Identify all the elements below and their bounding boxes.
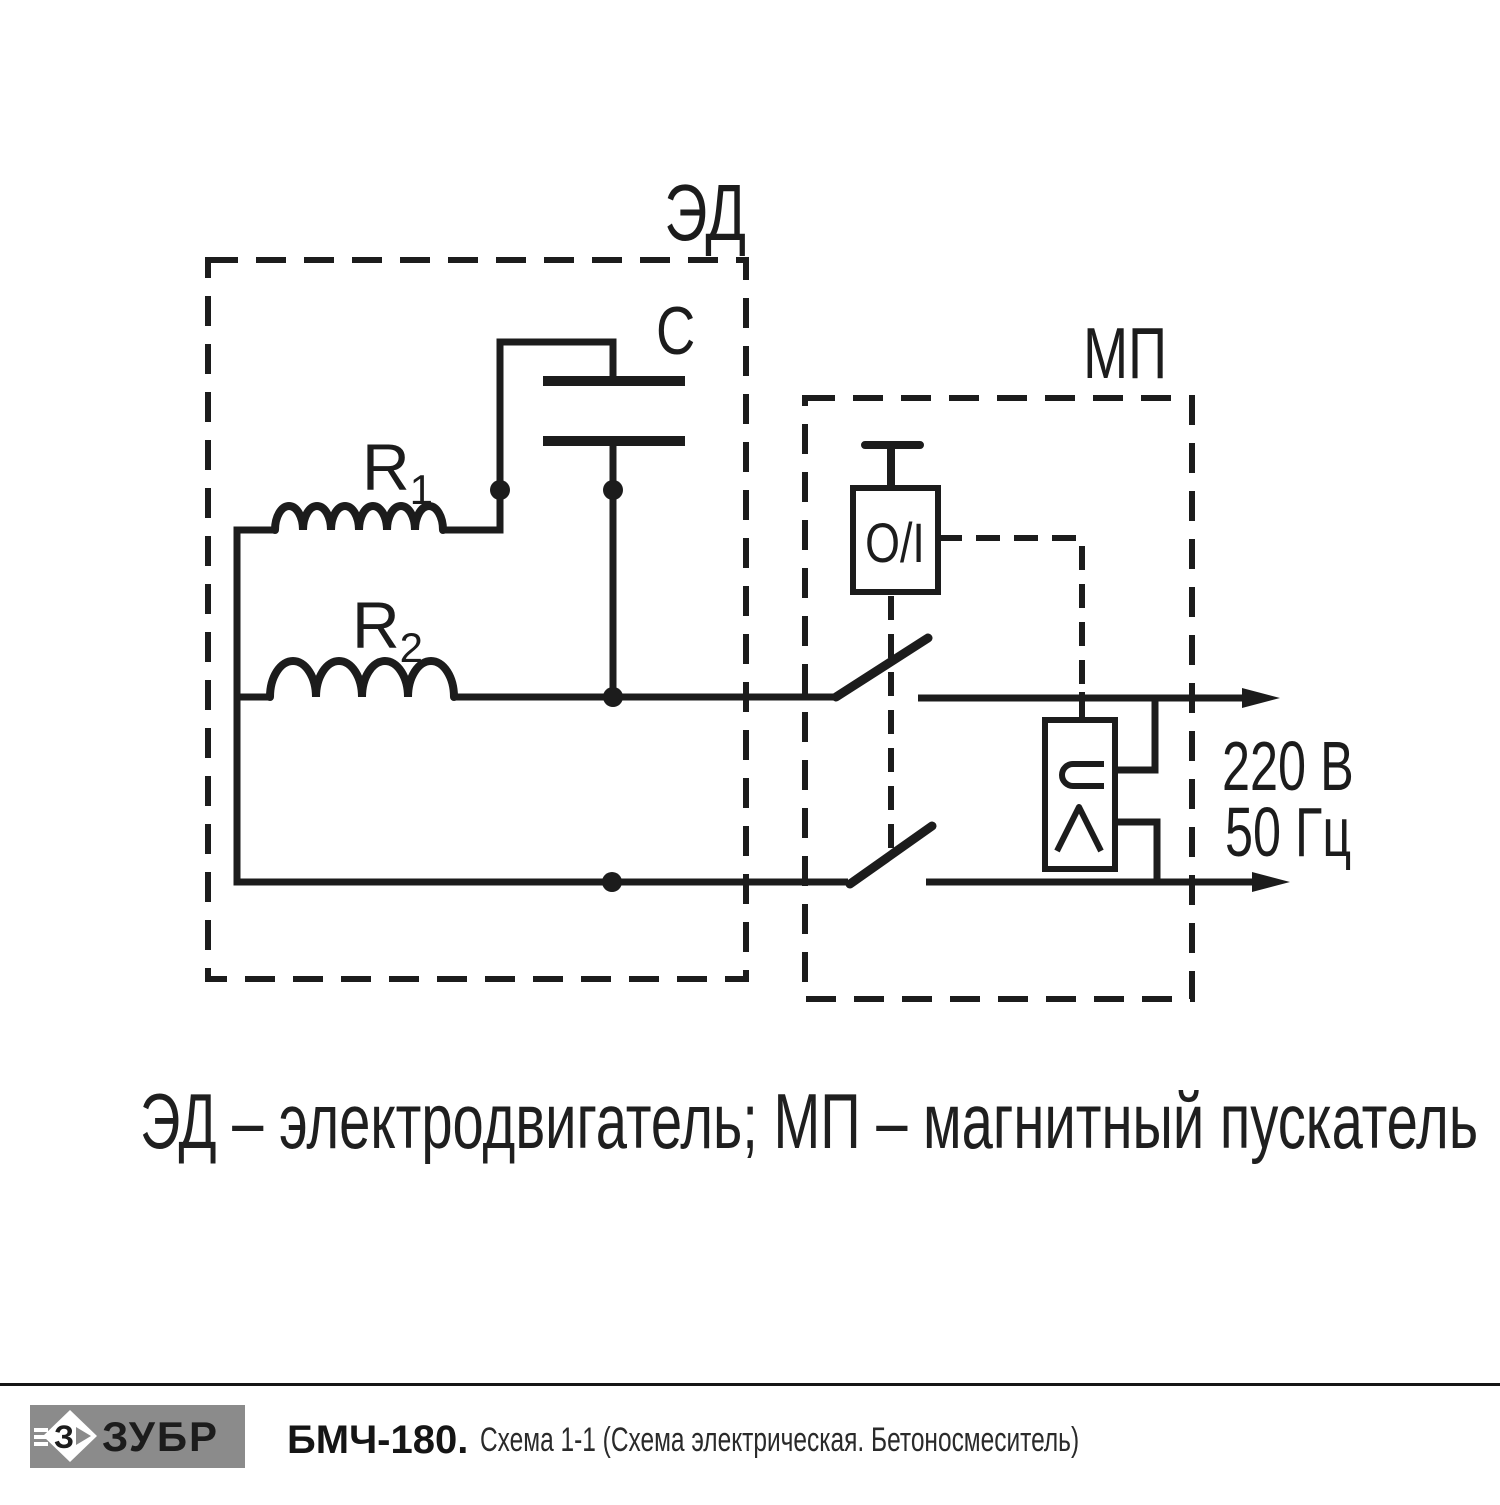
junction-dot (602, 872, 622, 892)
brand-emblem-bar (34, 1435, 50, 1439)
contact-top-blade (831, 633, 933, 702)
brand-emblem: З (34, 1410, 97, 1462)
winding2-base: R (352, 588, 400, 662)
thermal-symbol (1054, 804, 1104, 853)
winding-r1 (271, 502, 447, 534)
winding-r2 (266, 657, 458, 701)
brand-emblem-bar (34, 1442, 48, 1446)
winding1-base: R (362, 430, 410, 504)
starter-block-label: МП (1083, 314, 1167, 394)
voltage-label: 220 В (1222, 727, 1354, 805)
coil-tap-top (1112, 700, 1159, 774)
junction-dot (603, 480, 623, 500)
brand-emblem-bar (34, 1428, 48, 1432)
brand-emblem-letter: З (54, 1419, 74, 1455)
footer-model: БМЧ-180. (287, 1417, 469, 1462)
junction-dot (603, 687, 623, 707)
footer-divider (0, 1383, 1500, 1386)
diagram-caption: ЭД – электродвигатель; МП – магнитный пу… (140, 1077, 1479, 1165)
footer-description: Схема 1-1 (Схема электрическая. Бетоносм… (480, 1420, 1080, 1459)
capacitor-label: C (656, 293, 695, 369)
control-link-wire (938, 535, 1085, 692)
frequency-label: 50 Гц (1225, 793, 1351, 871)
start-stop-button: O/I (850, 441, 941, 595)
footer-caption: БМЧ-180. Схема 1-1 (Схема электрическая.… (287, 1412, 1312, 1468)
brand-logo-art: З ЗУБР (30, 1405, 245, 1468)
brand-logo: З ЗУБР (30, 1405, 245, 1468)
coil-tap-bottom (1112, 818, 1161, 880)
brand-emblem-diamond (43, 1410, 97, 1462)
junction-dot (490, 480, 510, 500)
motor-block-outline (205, 257, 749, 982)
coil-symbol (1059, 761, 1104, 789)
winding1-label: R1 (362, 430, 433, 513)
contactor-coil (1042, 717, 1118, 872)
winding2-sub: 2 (400, 624, 423, 671)
left-bus-wire (233, 526, 848, 886)
contact-bottom-blade (845, 821, 937, 889)
button-actuator (861, 441, 924, 492)
brand-wordmark: ЗУБР (102, 1413, 219, 1460)
capacitor-plate-bottom (543, 436, 685, 446)
line-arrow-top (1242, 688, 1280, 708)
brand-emblem-arrow (76, 1427, 91, 1445)
contactor-coil-box (1042, 717, 1118, 872)
start-stop-button-label: O/I (865, 511, 925, 574)
line-arrow-bottom (1252, 872, 1290, 892)
capacitor (543, 376, 685, 446)
winding2-label: R2 (352, 588, 423, 671)
motor-block-label: ЭД (664, 168, 746, 257)
winding1-sub: 1 (410, 466, 433, 513)
winding1-out-wire (443, 338, 617, 534)
capacitor-plate-top (543, 376, 685, 386)
